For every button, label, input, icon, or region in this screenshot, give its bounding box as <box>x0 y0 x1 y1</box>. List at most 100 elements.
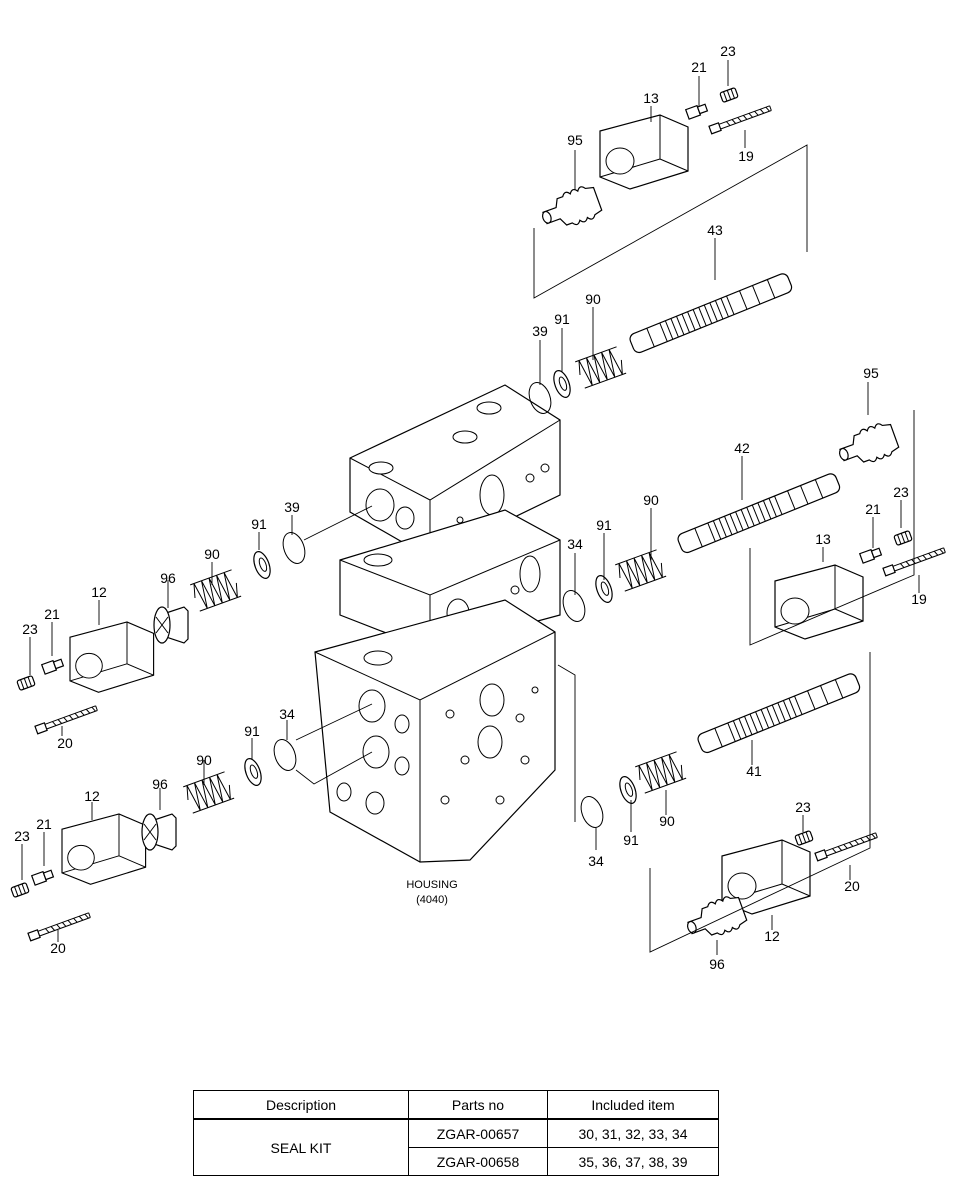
included-items-cell: 30, 31, 32, 33, 34 <box>547 1118 719 1148</box>
plug-23-top <box>719 86 739 104</box>
seat-96-left-lower <box>141 813 177 851</box>
callout-90: 90 <box>196 752 212 768</box>
plug-21-top <box>685 102 709 120</box>
spring-90-left-lower <box>182 771 235 814</box>
callout-41: 41 <box>746 763 762 779</box>
callout-21: 21 <box>691 59 707 75</box>
leader-34-housing <box>295 703 373 785</box>
bolt-20-left-upper <box>34 703 99 735</box>
exploded-parts-diagram: HOUSING (4040) 95 1 <box>10 43 947 972</box>
callout-96: 96 <box>152 776 168 792</box>
header-description: Description <box>193 1090 409 1120</box>
callout-95: 95 <box>863 365 879 381</box>
callout-leaders <box>21 60 920 955</box>
callout-13: 13 <box>815 531 831 547</box>
seat-96-right <box>681 892 750 946</box>
housing-label: HOUSING <box>406 879 457 891</box>
callout-91: 91 <box>554 311 570 327</box>
bracket-right <box>749 410 915 646</box>
leader-39-housing <box>303 505 373 541</box>
header-parts-no: Parts no <box>408 1090 548 1120</box>
spool-43 <box>627 271 794 355</box>
callout-91: 91 <box>244 723 260 739</box>
callout-23: 23 <box>893 484 909 500</box>
parts-no-cell: ZGAR-00658 <box>408 1147 548 1176</box>
washer-91-left-upper <box>250 548 274 582</box>
header-included-item: Included item <box>547 1090 719 1120</box>
housing-lower-section <box>314 599 556 863</box>
washer-91-top <box>550 367 574 401</box>
seal-kit-description: SEAL KIT <box>193 1118 409 1176</box>
washer-91-left-lower <box>241 755 265 789</box>
callout-90: 90 <box>643 492 659 508</box>
callout-20: 20 <box>57 735 73 751</box>
oring-34-left <box>269 736 301 774</box>
callout-23: 23 <box>795 799 811 815</box>
callout-21: 21 <box>36 816 52 832</box>
table-row: ZGAR-00658 35, 36, 37, 38, 39 <box>194 1147 719 1176</box>
callout-12: 12 <box>764 928 780 944</box>
seal-kit-header-row: Description Parts no Included item <box>193 1090 719 1120</box>
plug-21-left-lower <box>31 868 55 886</box>
callout-19: 19 <box>738 148 754 164</box>
callout-39: 39 <box>284 499 300 515</box>
plug-23-left-upper <box>16 674 36 692</box>
spring-90-left-upper <box>189 569 242 612</box>
plug-21-left-upper <box>41 657 65 675</box>
callout-34: 34 <box>279 706 295 722</box>
spool-41 <box>695 671 862 755</box>
callout-91: 91 <box>623 832 639 848</box>
seal-kit-table: Description Parts no Included item SEAL … <box>193 1090 719 1176</box>
callout-21: 21 <box>865 501 881 517</box>
callout-43: 43 <box>707 222 723 238</box>
callout-23: 23 <box>22 621 38 637</box>
spring-90-top <box>574 346 627 389</box>
housing-code: (4040) <box>416 894 448 906</box>
plug-21-right <box>859 546 883 564</box>
oring-34-mid <box>558 587 590 625</box>
callout-12: 12 <box>84 788 100 804</box>
boot-95-top <box>536 182 605 236</box>
callout-23: 23 <box>14 828 30 844</box>
bracket-lower-right <box>649 652 871 953</box>
bolt-20-right <box>814 830 879 862</box>
callout-90: 90 <box>204 546 220 562</box>
callout-34: 34 <box>588 853 604 869</box>
callout-19: 19 <box>911 591 927 607</box>
cover-12-left-lower <box>61 813 147 885</box>
callout-91: 91 <box>596 517 612 533</box>
bracket-top <box>533 144 808 299</box>
parts-no-cell: ZGAR-00657 <box>408 1118 548 1148</box>
callout-42: 42 <box>734 440 750 456</box>
callout-12: 12 <box>91 584 107 600</box>
callout-91: 91 <box>251 516 267 532</box>
callout-90: 90 <box>659 813 675 829</box>
oring-34-low <box>576 793 608 831</box>
bolt-20-left-lower <box>27 910 92 942</box>
bolt-19-top <box>708 103 773 135</box>
callout-39: 39 <box>532 323 548 339</box>
plug-23-lower-right <box>794 829 814 847</box>
callout-20: 20 <box>50 940 66 956</box>
callout-96: 96 <box>709 956 725 972</box>
plug-23-left-lower <box>10 881 30 899</box>
included-items-cell: 35, 36, 37, 38, 39 <box>547 1147 719 1176</box>
washer-91-low <box>616 773 640 807</box>
spring-90-low <box>634 751 687 794</box>
boot-95-right <box>833 419 902 473</box>
plug-23-right <box>893 529 913 547</box>
oring-39-left <box>278 529 310 567</box>
callout-96: 96 <box>160 570 176 586</box>
bracket-lower-housing <box>557 664 576 822</box>
cover-13-top <box>599 114 689 190</box>
callout-34: 34 <box>567 536 583 552</box>
callout-21: 21 <box>44 606 60 622</box>
callout-90: 90 <box>585 291 601 307</box>
table-row: SEAL KIT ZGAR-00657 30, 31, 32, 33, 34 <box>193 1118 719 1176</box>
seat-96-left-upper <box>153 606 189 644</box>
callout-95: 95 <box>567 132 583 148</box>
cover-12-left-upper <box>69 621 155 693</box>
callout-13: 13 <box>643 90 659 106</box>
spring-90-mid <box>614 549 667 592</box>
callout-20: 20 <box>844 878 860 894</box>
